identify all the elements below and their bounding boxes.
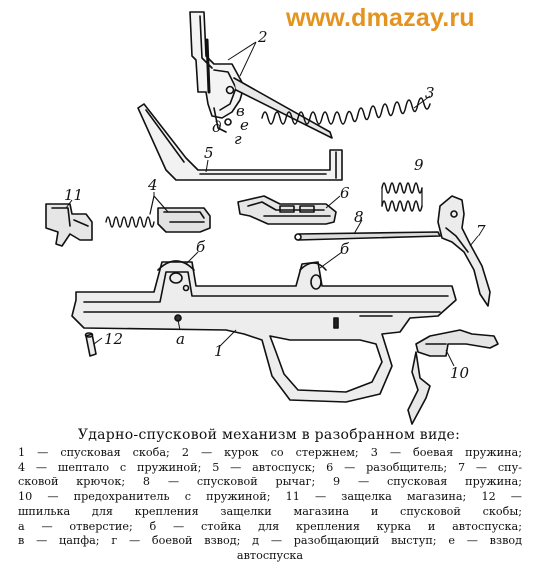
label-1: 1 <box>214 342 224 360</box>
label-8: 8 <box>354 208 364 226</box>
part-8-trigger-lever <box>294 231 441 241</box>
label-b-right: б <box>340 240 350 258</box>
part-7-trigger <box>437 195 491 307</box>
exploded-view-drawing: 2 3 в д е г 5 9 11 4 6 8 7 б б 12 а 1 10 <box>45 11 499 425</box>
label-6-top: 6 <box>340 184 350 202</box>
label-g: г <box>234 130 242 148</box>
label-d: д <box>212 118 222 136</box>
label-e: е <box>240 116 249 134</box>
part-2-hammer <box>189 11 333 139</box>
legend-line: автоспуска <box>236 548 304 562</box>
part-10-safety-spring <box>407 329 499 425</box>
legend-line: 4 — шептало с пружиной; 5 — автоспуск; 6… <box>18 460 522 474</box>
label-v: в <box>236 102 245 120</box>
part-3-main-spring <box>261 97 431 125</box>
part-1-trigger-guard <box>71 260 457 403</box>
part-5-auto-release <box>137 103 343 181</box>
label-2: 2 <box>257 28 268 46</box>
part-12-pin <box>84 332 97 357</box>
label-10: 10 <box>450 364 470 382</box>
watermark: www.dmazay.ru <box>286 4 475 32</box>
legend-line: в — цапфа; г — боевой взвод; д — разобща… <box>18 534 522 548</box>
legend-line: 10 — предохранитель с пружиной; 11 — защ… <box>18 490 522 504</box>
label-a: а <box>176 330 185 348</box>
label-12: 12 <box>104 330 123 348</box>
legend-line: а — отверстие; б — стойка для крепления … <box>18 519 522 533</box>
part-4-sear-spring <box>105 195 211 233</box>
label-5: 5 <box>204 144 214 162</box>
caption-title: Ударно-спусковой механизм в разобранном … <box>77 427 461 443</box>
label-9: 9 <box>414 156 424 174</box>
label-b-left: б <box>196 238 206 256</box>
part-11-magazine-latch <box>45 203 93 247</box>
part-6-disconnector <box>237 195 337 225</box>
legend-line: 1 — спусковая скоба; 2 — курок со стержн… <box>18 446 522 459</box>
label-4: 4 <box>147 176 158 194</box>
legend-line: сковой крючок; 8 — спусковой рычаг; 9 — … <box>18 475 522 489</box>
label-11: 11 <box>64 186 83 204</box>
legend-line: шпилька для крепления защелки магазина и… <box>18 504 522 518</box>
part-9-trigger-spring <box>381 182 423 212</box>
label-7: 7 <box>476 222 486 240</box>
caption-legend: 1 — спусковая скоба; 2 — курок со стержн… <box>18 446 522 564</box>
label-3: 3 <box>425 84 435 102</box>
